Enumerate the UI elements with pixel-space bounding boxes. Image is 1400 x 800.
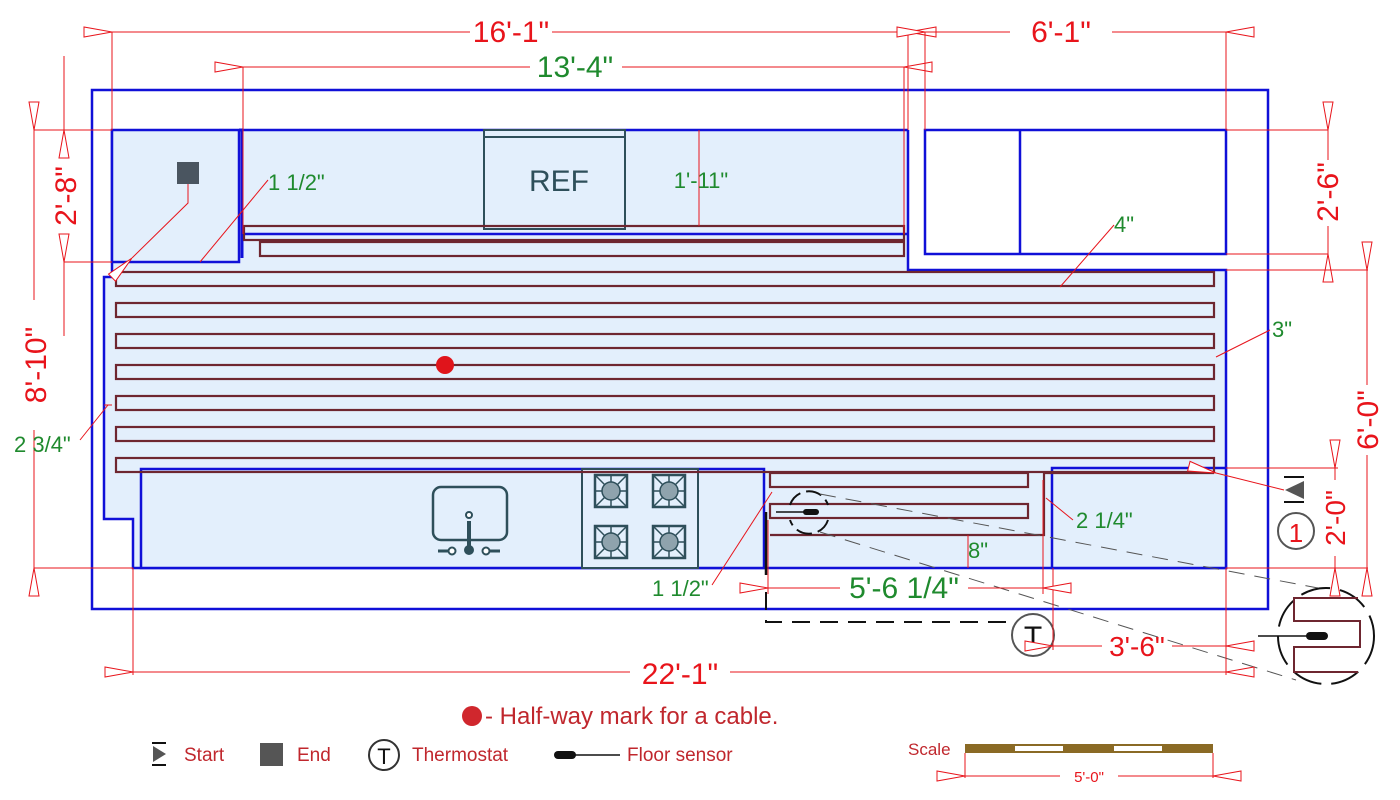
dim-ref-depth: 1'-11" [674, 168, 728, 193]
dimension-lines [34, 32, 1368, 675]
dim-gap-left: 2 3/4" [14, 432, 71, 457]
dim-spacing-bottom: 8" [968, 538, 988, 563]
legend-halfway-dot [462, 706, 482, 726]
sensor-detail-callout [1258, 587, 1375, 685]
bottom-right-cabinet [1050, 466, 1228, 570]
sink-icon [431, 485, 509, 556]
halfway-mark [436, 356, 454, 374]
cable-loop [258, 240, 906, 258]
dim-left-upper: 2'-8" [50, 166, 83, 226]
legend-start-label: Start [184, 745, 225, 766]
cable-loop [114, 425, 1216, 443]
cable-end-marker [177, 162, 199, 184]
burner-icon [651, 524, 687, 560]
legend-start-icon [152, 742, 166, 766]
dim-gap-bottom-mid: 1 1/2" [652, 576, 709, 601]
thermostat-wire [765, 592, 1012, 623]
scale-value: 5'-0" [1074, 769, 1104, 786]
dim-gap-bottom-right: 2 1/4" [1076, 508, 1133, 533]
heating-cable [114, 224, 1216, 537]
dim-right-upper: 2'-6" [1312, 162, 1345, 222]
dim-left-overall: 8'-10" [20, 327, 53, 403]
legend-thermostat-icon: T [368, 739, 400, 771]
upper-right-cabinet [923, 128, 1228, 256]
dim-gap-top-left: 1 1/2" [268, 170, 325, 195]
dim-run-bottom: 5'-6 1/4" [849, 572, 959, 605]
detail-leader [819, 531, 1297, 681]
legend-end-icon [260, 743, 283, 766]
cable-loop [114, 363, 1216, 381]
thermostat-letter: T [1024, 621, 1042, 654]
start-leader [1216, 473, 1285, 491]
cable-loop [114, 301, 1216, 319]
dim-top-inner: 13'-4" [537, 51, 613, 84]
refrigerator-label: REF [529, 165, 589, 198]
dim-top-overall: 16'-1" [473, 16, 549, 49]
cable-loop [768, 471, 1030, 489]
legend-end-label: End [297, 745, 331, 766]
dim-bottom-right: 3'-6" [1109, 631, 1165, 662]
burner-icon [651, 473, 687, 509]
dim-gap-top-right: 4" [1114, 212, 1134, 237]
cable-end-run [770, 471, 1214, 537]
detail-leader [819, 493, 1319, 589]
scale-label: Scale [908, 740, 951, 759]
dim-right-small: 2'-0" [1320, 490, 1351, 546]
dim-right-lower: 6'-0" [1352, 390, 1385, 450]
floor-sensor-icon [776, 490, 829, 535]
cable-loop [768, 502, 1030, 520]
cable-start-marker: 1 [1277, 476, 1315, 550]
legend-floor-sensor-label: Floor sensor [627, 745, 733, 766]
thermostat-icon: T [1011, 613, 1055, 657]
stove-icon [581, 468, 699, 569]
cable-loop [114, 332, 1216, 350]
dim-bottom-overall: 22'-1" [642, 658, 718, 691]
legend-halfway-note: - Half-way mark for a cable. [485, 703, 778, 730]
end-leader [132, 184, 189, 258]
refrigerator [483, 129, 626, 230]
dim-top-right: 6'-1" [1031, 16, 1091, 49]
cable-loop [114, 394, 1216, 412]
room-outer-wall [90, 88, 1270, 611]
burner-icon [593, 524, 629, 560]
svg-text:T: T [377, 744, 390, 769]
scale-bar [965, 744, 1213, 778]
start-number: 1 [1289, 518, 1303, 548]
dim-gap-right: 3" [1272, 317, 1292, 342]
legend-floor-sensor-icon [554, 751, 620, 759]
upper-left-cabinet [110, 128, 241, 264]
burner-icon [593, 473, 629, 509]
legend-thermostat-label: Thermostat [412, 745, 509, 766]
